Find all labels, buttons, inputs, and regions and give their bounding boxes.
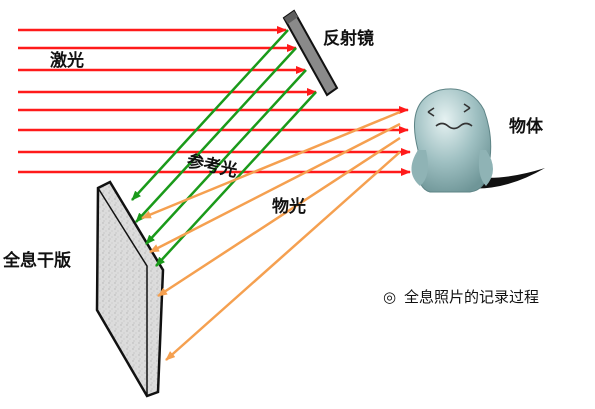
object-label: 物体 [509,116,544,137]
object-light-ray [141,110,401,220]
laser-label: 激光 [50,50,84,71]
object-light-label: 物光 [272,196,306,217]
plate-label: 全息干版 [2,250,71,271]
reference-light-label: 参考光 [185,150,239,181]
reference-beams [131,29,317,267]
holographic-plate [95,180,165,398]
object-light-ray [165,151,401,361]
reference-ray [145,69,307,245]
object-light-ray [157,136,401,298]
mirror [282,9,339,97]
caption-text: 全息照片的记录过程 [404,288,539,306]
object-figure [411,88,545,193]
object-light-beams [141,110,401,361]
object-light-ray [149,122,401,254]
caption-bullet: ◎ [383,288,396,306]
mirror-label: 反射镜 [323,28,374,49]
reference-ray [131,29,289,201]
reference-ray [135,47,297,223]
caption: ◎ 全息照片的记录过程 [383,288,539,306]
